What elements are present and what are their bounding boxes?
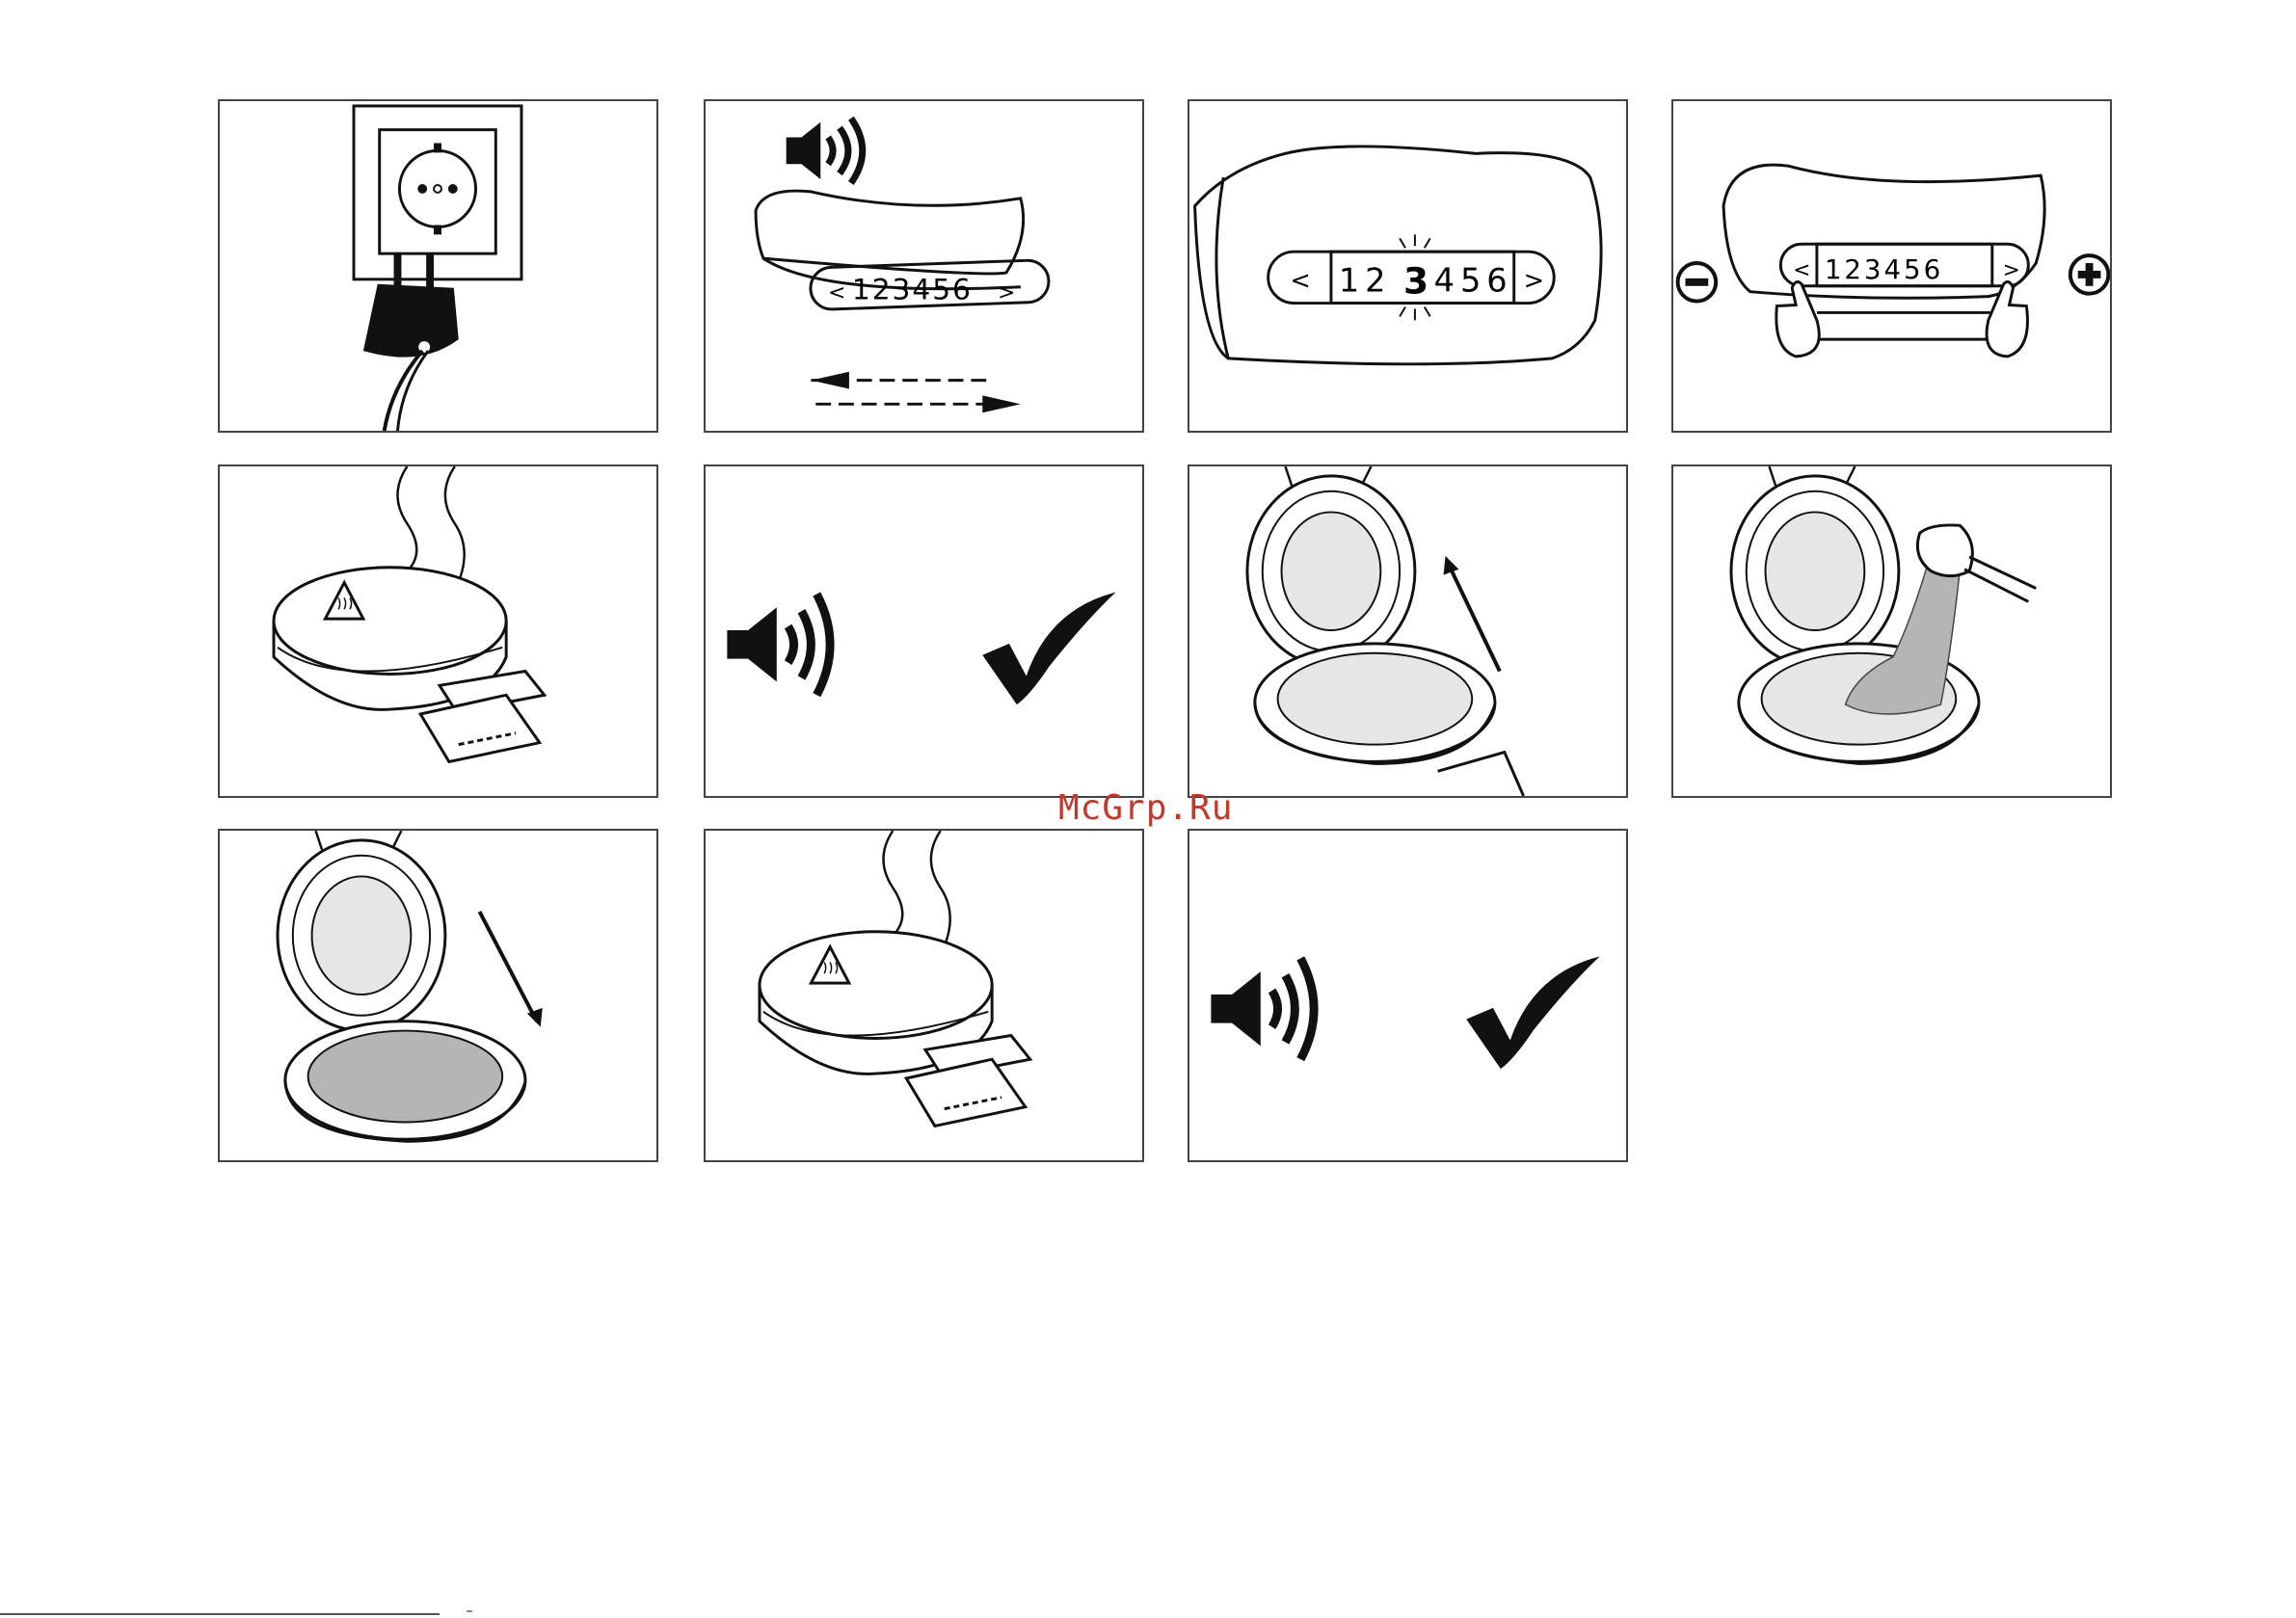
- speaker-icon: [1211, 958, 1314, 1059]
- panel-preheat-closed: [218, 464, 658, 798]
- plug-socket-illustration: [220, 101, 656, 431]
- minus-icon: [1678, 263, 1717, 302]
- display-digits: 123456: [1825, 253, 1943, 285]
- pour-batter-illustration: [1673, 466, 2110, 796]
- checkmark-icon: [1466, 956, 1599, 1069]
- display-left-arrow: <: [828, 281, 845, 305]
- right-finger-icon: [1987, 282, 2027, 357]
- footer-rule: [0, 1613, 440, 1615]
- display-selected-digit: 3: [1403, 260, 1428, 303]
- display-left-arrow: <: [1290, 267, 1311, 296]
- speaker-icon: [727, 594, 830, 695]
- panel-baking-closed: [704, 829, 1144, 1162]
- panel-ready-beep: [704, 464, 1144, 798]
- panel-adjust-level: < 123456 >: [1671, 99, 2112, 433]
- arrow-down-icon: [479, 912, 536, 1021]
- watermark: McGrp.Ru: [1058, 788, 1233, 828]
- panel-done-beep: [1188, 829, 1628, 1162]
- display-right-arrow: >: [1524, 267, 1545, 296]
- display-digits: 123456: [852, 273, 973, 306]
- panel-level-select: < 12 3 456 >: [1188, 99, 1628, 433]
- display-right-arrow: >: [998, 281, 1015, 305]
- waffle-maker-closed-baking: [706, 831, 1142, 1160]
- waffle-maker-closed-hot: [220, 466, 656, 796]
- panel-open-lid: [1188, 464, 1628, 798]
- arrow-up-icon: [1448, 562, 1500, 672]
- level-select-illustration: < 12 3 456 >: [1189, 101, 1626, 431]
- display-scroll-illustration: < 123456 >: [706, 101, 1142, 431]
- waffle-maker-open-lid: [1189, 466, 1626, 796]
- checkmark-icon: [982, 592, 1115, 704]
- display-digits-before: 12: [1339, 262, 1392, 300]
- speaker-icon: [787, 119, 863, 183]
- panel-pour-batter: [1671, 464, 2112, 798]
- ladle-icon: [1917, 525, 1972, 576]
- display-right-arrow: >: [2003, 258, 2020, 282]
- panel-beep-scroll: < 123456 >: [704, 99, 1144, 433]
- done-signal-illustration: [1189, 831, 1626, 1160]
- plus-icon: [2070, 255, 2109, 294]
- ready-signal-illustration: [706, 466, 1142, 796]
- arrow-right-icon: [982, 395, 1021, 412]
- panel-plug-in: [218, 99, 658, 433]
- close-lid-illustration: [220, 831, 656, 1160]
- footer-mark: [467, 1610, 472, 1612]
- panel-close-lid: [218, 829, 658, 1162]
- adjust-level-illustration: < 123456 >: [1673, 101, 2110, 431]
- display-left-arrow: <: [1793, 258, 1810, 282]
- display-digits-after: 456: [1434, 262, 1513, 300]
- arrow-left-icon: [811, 372, 849, 389]
